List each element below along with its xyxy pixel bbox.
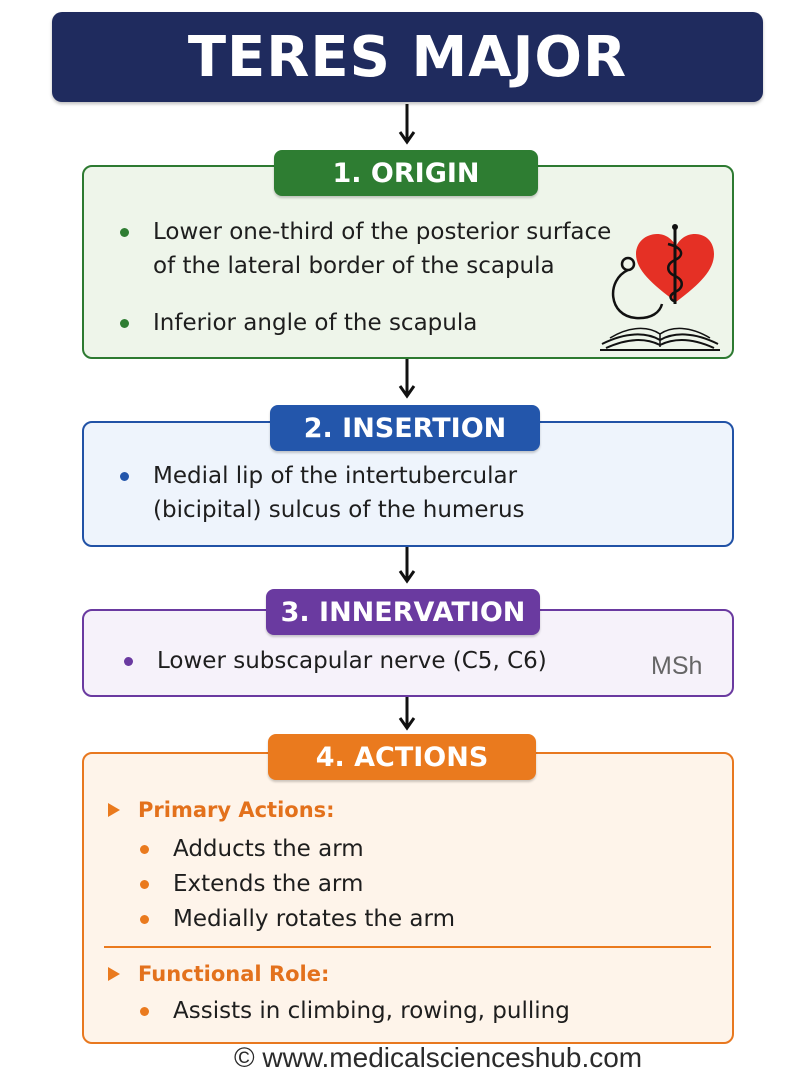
bullet-dot (120, 319, 129, 328)
list-item: Lower subscapular nerve (C5, C6) (124, 644, 547, 678)
arrow-down-icon (398, 358, 416, 399)
bullet-text: Medially rotates the arm (173, 906, 455, 932)
primary-actions-label: Primary Actions: (138, 798, 335, 822)
triangle-bullet-icon (108, 803, 120, 817)
arrow-down-icon (398, 104, 416, 145)
origin-section (82, 165, 734, 359)
bullet-text: Extends the arm (173, 871, 364, 897)
bullet-dot (120, 472, 129, 481)
list-item: Extends the arm (140, 867, 363, 901)
bullet-text: of the lateral border of the scapula (153, 253, 555, 279)
list-item: Lower one-third of the posterior surface… (120, 215, 611, 283)
innervation-header: 3. INNERVATION (266, 589, 540, 635)
arrow-down-icon (398, 545, 416, 584)
bullet-dot (120, 228, 129, 237)
list-item: Adducts the arm (140, 832, 364, 866)
bullet-text: Adducts the arm (173, 836, 364, 862)
bullet-dot (140, 880, 149, 889)
bullet-text: Lower one-third of the posterior surface (153, 219, 612, 245)
primary-actions-heading: Primary Actions: (108, 798, 335, 822)
functional-role-label: Functional Role: (138, 962, 330, 986)
watermark: MSh (651, 652, 703, 680)
divider (104, 946, 711, 948)
insertion-header: 2. INSERTION (270, 405, 540, 451)
page-title: TERES MAJOR (187, 24, 628, 90)
list-item: Medial lip of the intertubercular (bicip… (120, 459, 525, 527)
functional-role-heading: Functional Role: (108, 962, 329, 986)
arrow-down-icon (398, 694, 416, 731)
actions-header: 4. ACTIONS (268, 734, 536, 780)
list-item: Inferior angle of the scapula (120, 306, 477, 340)
list-item: Medially rotates the arm (140, 902, 455, 936)
triangle-bullet-icon (108, 967, 120, 981)
bullet-text: Inferior angle of the scapula (153, 310, 478, 336)
bullet-text: Medial lip of the intertubercular (153, 463, 518, 489)
bullet-text: Assists in climbing, rowing, pulling (173, 998, 570, 1024)
bullet-dot (124, 657, 133, 666)
origin-header: 1. ORIGIN (274, 150, 538, 196)
title-banner: TERES MAJOR (52, 12, 763, 102)
heart-caduceus-stethoscope-book-icon (600, 224, 720, 351)
bullet-dot (140, 845, 149, 854)
bullet-text: (bicipital) sulcus of the humerus (153, 497, 525, 523)
copyright-footer: © www.medicalscienceshub.com (234, 1042, 643, 1073)
bullet-dot (140, 1007, 149, 1016)
list-item: Assists in climbing, rowing, pulling (140, 994, 570, 1028)
bullet-dot (140, 915, 149, 924)
bullet-text: Lower subscapular nerve (C5, C6) (157, 648, 547, 674)
